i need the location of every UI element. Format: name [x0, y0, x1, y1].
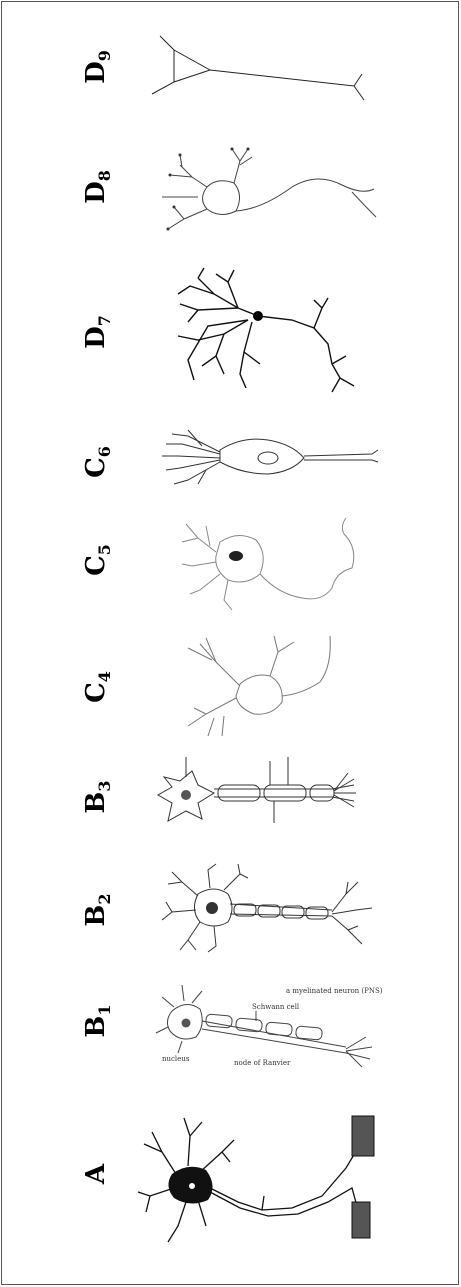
annotation-b1-node: node of Ranvier: [234, 1059, 291, 1067]
panel-d9: D9: [2, 22, 460, 112]
neuron-drawing-c5: [2, 512, 460, 617]
annotation-b1-nucleus: nucleus: [162, 1055, 190, 1063]
muscle-fiber-bottom: [352, 1202, 370, 1238]
panel-d8: D8: [2, 137, 460, 242]
panel-c6: C6: [2, 422, 460, 502]
neuron-drawing-d8: [2, 137, 460, 242]
neuron-drawing-c6: [2, 422, 460, 502]
motor-neuron-drawing-a: [2, 1092, 460, 1262]
panel-b3: B3: [2, 747, 460, 847]
myelinated-neuron-drawing-b1: a myelinated neuron (PNS) nucleus Schwan…: [2, 967, 460, 1077]
cell-body-d7: [253, 311, 263, 321]
purkinje-neuron-drawing-d7: [2, 264, 460, 404]
annotation-b1-title: a myelinated neuron (PNS): [286, 987, 383, 995]
myelinated-neuron-drawing-b2: [2, 860, 460, 960]
panel-c4: C4: [2, 632, 460, 742]
neuron-drawing-c4: [2, 632, 460, 742]
panel-b2: B2: [2, 860, 460, 960]
bipolar-neuron-drawing-d9: [2, 22, 460, 112]
myelinated-neuron-drawing-b3: [2, 747, 460, 847]
panel-b1: B1 a myelinated neuron (PNS) nucleus Sch…: [2, 967, 460, 1077]
nucleus-c5: [229, 551, 243, 561]
nucleus-a: [189, 1183, 195, 1189]
panel-d7: D7: [2, 264, 460, 404]
nucleus-b3: [181, 790, 191, 800]
panel-a: A: [2, 1092, 460, 1262]
muscle-fiber-top: [352, 1116, 374, 1156]
panel-c5: C5: [2, 512, 460, 617]
annotation-b1-schwann: Schwann cell: [252, 1003, 300, 1011]
nucleus-b2: [206, 902, 218, 914]
nucleus-b1: [182, 1019, 191, 1028]
